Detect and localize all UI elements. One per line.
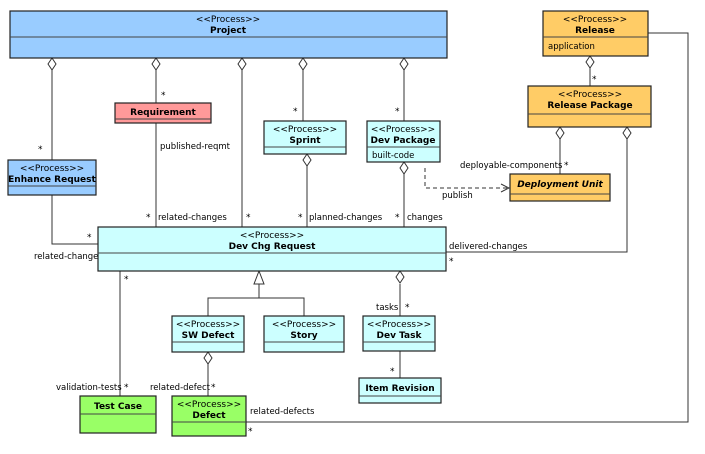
box-defect: <<Process>> Defect [171, 395, 247, 437]
project-stereotype: <<Process>> [196, 15, 260, 25]
aggregation-diamond [47, 57, 57, 71]
mult-release-package: * [592, 75, 597, 85]
generalization-triangle [253, 269, 265, 285]
aggregation-diamond [203, 351, 213, 365]
sprint-stereotype: <<Process>> [273, 125, 337, 135]
mult-related-changes-1: * [146, 213, 151, 223]
aggregation-diamond [151, 57, 161, 71]
label-validation-tests: validation-tests [56, 383, 122, 393]
mult-changes: * [395, 213, 400, 223]
box-enhance-request: <<Process>> Enhance Request [7, 159, 97, 196]
dev-task-name: Dev Task [377, 331, 423, 341]
item-revision-name: Item Revision [365, 384, 434, 394]
label-delivered-changes: delivered-changes [449, 242, 528, 252]
box-project: <<Process>> Project [9, 10, 448, 59]
label-deployable-components: deployable-components [460, 161, 563, 171]
release-name: Release [575, 26, 615, 36]
defect-name: Defect [192, 411, 226, 421]
defect-stereotype: <<Process>> [177, 400, 241, 410]
mult-planned-changes: * [298, 213, 303, 223]
box-test-case: Test Case [79, 395, 157, 434]
label-publish: publish [442, 191, 473, 201]
box-dev-chg-request: <<Process>> Dev Chg Request [97, 226, 447, 272]
aggregation-diamond [399, 57, 409, 71]
aggregation-diamond [585, 55, 595, 69]
sw-defect-name: SW Defect [182, 331, 235, 341]
box-sprint: <<Process>> Sprint [263, 120, 347, 155]
dev-chg-request-stereotype: <<Process>> [240, 231, 304, 241]
mult-dcr-test: * [124, 275, 129, 285]
mult-deployment-unit: * [564, 161, 569, 171]
project-name: Project [210, 26, 247, 36]
requirement-name: Requirement [130, 108, 196, 118]
dev-package-attribute: built-code [372, 151, 414, 161]
box-release: <<Process>> Release application [542, 10, 649, 57]
label-planned-changes: planned-changes [309, 213, 383, 223]
label-changes: changes [407, 213, 443, 223]
story-stereotype: <<Process>> [272, 320, 336, 330]
box-dev-package: <<Process>> Dev Package built-code [366, 120, 441, 163]
mult-enhance-request: * [38, 145, 43, 155]
dependency-arrowhead [500, 183, 511, 193]
test-case-name: Test Case [94, 402, 142, 412]
release-stereotype: <<Process>> [563, 15, 627, 25]
label-related-defect: related-defect [150, 383, 211, 393]
release-package-name: Release Package [547, 101, 632, 111]
label-related-changes-2: related-changes [34, 252, 103, 262]
aggregation-diamond [555, 126, 565, 140]
label-tasks: tasks [376, 303, 399, 313]
box-sw-defect: <<Process>> SW Defect [171, 315, 245, 353]
mult-dev-package: * [395, 107, 400, 117]
box-deployment-unit: Deployment Unit [509, 173, 611, 202]
story-name: Story [290, 331, 317, 341]
mult-validation-tests: * [124, 383, 129, 393]
release-package-stereotype: <<Process>> [558, 90, 622, 100]
aggregation-diamond [302, 153, 312, 167]
box-requirement: Requirement [114, 102, 212, 124]
mult-delivered-changes: * [449, 257, 454, 267]
dev-package-name: Dev Package [371, 136, 436, 146]
mult-project-dcr: * [246, 213, 251, 223]
enhance-request-name: Enhance Request [8, 175, 96, 185]
sprint-name: Sprint [289, 136, 321, 146]
aggregation-diamond [237, 57, 247, 71]
generalization-branches [207, 297, 305, 316]
box-release-package: <<Process>> Release Package [527, 85, 652, 128]
dev-chg-request-name: Dev Chg Request [229, 242, 317, 252]
mult-related-changes-2: * [87, 233, 92, 243]
sw-defect-stereotype: <<Process>> [176, 320, 240, 330]
mult-defect-release: * [248, 427, 253, 437]
dev-task-stereotype: <<Process>> [367, 320, 431, 330]
mult-sprint: * [293, 107, 298, 117]
label-related-defects: related-defects [250, 407, 315, 417]
label-related-changes-1: related-changes [158, 213, 227, 223]
composition-diamond [395, 270, 405, 284]
edge-release-defect [246, 32, 689, 423]
label-published-reqmt: published-reqmt [160, 142, 231, 152]
mult-requirement: * [161, 91, 166, 101]
mult-item-revision: * [390, 367, 395, 377]
aggregation-diamond [298, 57, 308, 71]
mult-tasks: * [405, 303, 410, 313]
aggregation-diamond [622, 126, 632, 140]
deployment-unit-name: Deployment Unit [517, 180, 603, 190]
box-dev-task: <<Process>> Dev Task [362, 315, 436, 352]
mult-related-defect: * [211, 383, 216, 393]
enhance-request-stereotype: <<Process>> [20, 164, 84, 174]
release-attribute: application [548, 42, 595, 52]
box-story: <<Process>> Story [263, 315, 345, 353]
aggregation-diamond [399, 161, 409, 175]
edge-publish-dependency [424, 168, 509, 189]
edge-release-package-dcr [446, 133, 628, 253]
box-item-revision: Item Revision [358, 377, 442, 404]
dev-package-stereotype: <<Process>> [371, 125, 435, 135]
edge-enhance-request-dcr [51, 195, 98, 245]
